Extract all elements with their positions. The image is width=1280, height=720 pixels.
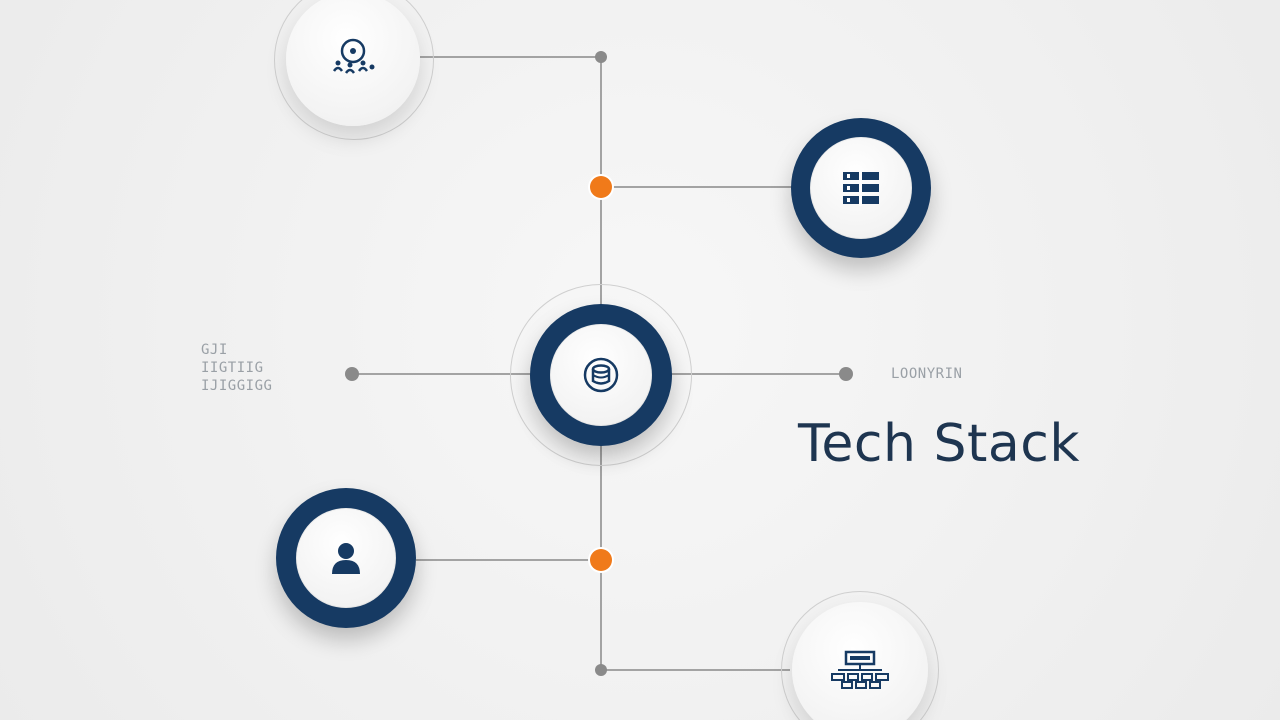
bottom-right-node[interactable] — [792, 602, 928, 720]
right-label: LOONYRIN — [891, 366, 963, 382]
endpoint-dot-left — [345, 367, 359, 381]
orange-junction-dot-lower — [590, 549, 612, 571]
diagram-title: Tech Stack — [798, 414, 1080, 474]
database-icon — [583, 357, 619, 393]
left-label-line-3: IJIGGIGG — [201, 378, 273, 394]
junction-dot-bottom — [595, 664, 607, 676]
bottom-left-node-inner — [296, 508, 396, 608]
server-icon — [843, 170, 879, 206]
top-right-node[interactable] — [791, 118, 931, 258]
top-left-node[interactable] — [286, 0, 420, 126]
top-right-node-inner — [810, 137, 912, 239]
center-node-outline — [510, 284, 692, 466]
orange-junction-dot-upper — [590, 176, 612, 198]
gear-people-icon — [332, 38, 375, 74]
left-label-line-2: IIGTIIG — [201, 360, 264, 376]
left-label-line-1: GJI — [201, 342, 228, 358]
bottom-left-node[interactable] — [276, 488, 416, 628]
center-node-inner — [550, 324, 652, 426]
network-icon — [831, 650, 889, 689]
user-icon — [332, 543, 360, 574]
junction-dot-top — [595, 51, 607, 63]
endpoint-dot-right — [839, 367, 853, 381]
left-label-block: GJI IIGTIIG IJIGGIGG — [201, 341, 272, 395]
center-node[interactable] — [530, 304, 672, 446]
